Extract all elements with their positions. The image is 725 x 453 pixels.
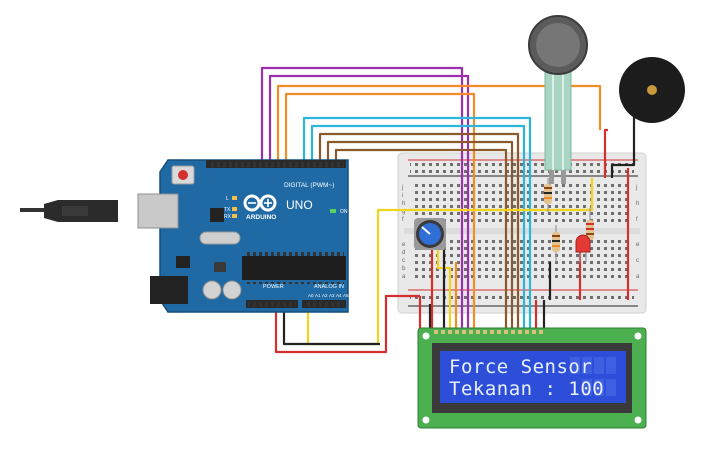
arduino-model: UNO [286, 198, 313, 212]
force-sensor [528, 15, 588, 184]
rx-label: RX [224, 214, 232, 220]
row-letter: g [402, 209, 405, 215]
row-letter: f [402, 217, 404, 223]
row-letter: e [636, 242, 640, 248]
capacitor-icon [202, 280, 222, 300]
led-icon [575, 234, 591, 253]
fsr-tail [544, 69, 572, 171]
lcd-16x2: Force Sensor Tekanan : 100 [417, 327, 647, 429]
power-label: POWER [263, 284, 284, 290]
wire-orange [284, 92, 476, 330]
wire-brown [334, 148, 508, 330]
wire-orange [276, 84, 602, 165]
led-l-label: L [226, 196, 229, 202]
analog-pin-label: A3 [329, 293, 335, 298]
power-led [330, 209, 336, 213]
atmega-chip [242, 256, 346, 280]
row-letter: h [402, 201, 405, 207]
analog-in-label: ANALOG IN [314, 284, 344, 290]
analog-pin-label: A0 [308, 293, 314, 298]
row-letter: a [636, 274, 640, 280]
row-letter: c [636, 258, 639, 264]
analog-pin-label: A2 [322, 293, 328, 298]
row-letter: j [635, 185, 637, 191]
wire-brown [318, 132, 520, 330]
wire-yellow [548, 178, 594, 212]
capacitor-icon [222, 280, 242, 300]
dc-jack [150, 276, 188, 304]
row-letter: j [401, 185, 403, 191]
resistor-icon [552, 225, 560, 262]
analog-pin-label: A4 [336, 293, 342, 298]
wire-red [274, 294, 420, 354]
arduino-brand: ARDUINO [246, 214, 276, 221]
wire-brown [326, 140, 514, 330]
piezo-buzzer [619, 57, 685, 123]
row-letter: d [402, 250, 405, 256]
tx-label: TX [224, 207, 231, 213]
usb-jack [137, 193, 179, 229]
row-letter: h [636, 201, 639, 207]
row-letter: i [402, 193, 403, 199]
wires [260, 66, 664, 354]
row-letter: e [402, 242, 406, 248]
red-led [575, 234, 591, 262]
breadboard: j i h g f e d c b a j h f e c a [397, 152, 647, 314]
row-letter: c [402, 258, 405, 264]
wire-black [282, 300, 380, 346]
row-letter: a [402, 274, 406, 280]
analog-pin-label: A5 [343, 293, 349, 298]
resistor-icon [586, 208, 594, 248]
arduino-logo [243, 194, 277, 212]
wire-red [603, 128, 608, 178]
on-label: ON [340, 209, 348, 215]
resistors [544, 178, 594, 262]
potentiometer[interactable] [414, 218, 446, 250]
wire-purple [268, 74, 470, 330]
wire-cyan [302, 116, 532, 330]
lcd-line-1: Force Sensor [449, 356, 592, 378]
wire-cyan [310, 124, 526, 330]
row-letter: f [636, 217, 638, 223]
resistor-icon [544, 178, 552, 212]
row-letter: b [402, 266, 406, 272]
digital-pwm-label: DIGITAL (PWM~) [284, 182, 334, 189]
arduino-uno-board: DIGITAL (PWM~) ARDUINO UNO L TX RX ON [20, 159, 349, 313]
analog-pin-label: A1 [315, 293, 321, 298]
lcd-line-2: Tekanan : 100 [449, 378, 604, 400]
wire-purple [260, 66, 464, 330]
reset-button[interactable] [178, 170, 188, 180]
